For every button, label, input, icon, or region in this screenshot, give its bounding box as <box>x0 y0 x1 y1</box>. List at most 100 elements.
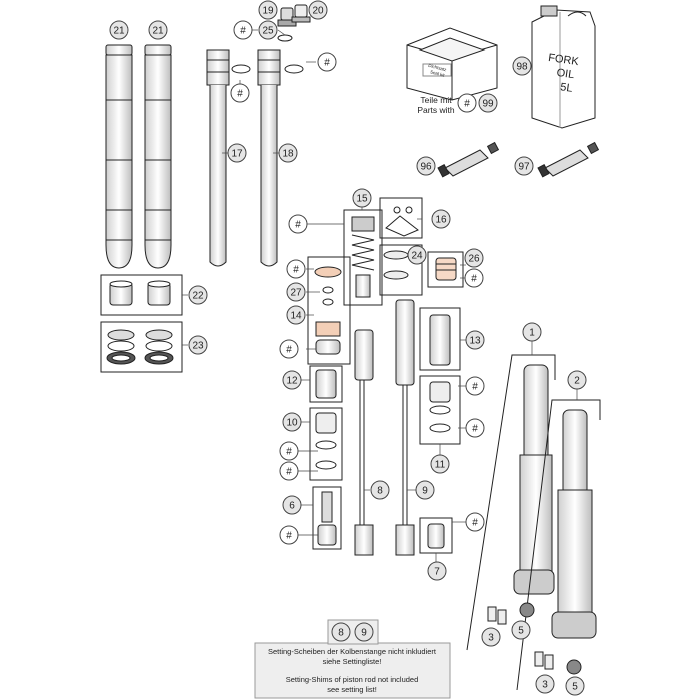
callout-22: 22 <box>188 285 208 305</box>
callout-hash-10-a: # <box>279 441 299 461</box>
box-27-14 <box>307 256 351 365</box>
seal-set-box <box>100 321 183 373</box>
top-cap-19 <box>277 7 297 27</box>
callout-5-leg1: 5 <box>511 620 531 640</box>
svg-text:9: 9 <box>361 628 367 639</box>
callout-hash-11-top: # <box>465 376 485 396</box>
svg-text:#: # <box>286 447 292 458</box>
o-ring-17 <box>231 64 251 74</box>
svg-text:97: 97 <box>518 162 530 173</box>
valve-10 <box>315 412 337 470</box>
callout-97: 97 <box>514 156 534 176</box>
kit-box-label-line1: Dichtsatz <box>428 63 448 73</box>
callout-3-leg1: 3 <box>481 627 501 647</box>
callout-hash-kit: # <box>457 93 477 113</box>
svg-text:15: 15 <box>356 194 368 205</box>
box-24 <box>379 244 423 296</box>
svg-text:13: 13 <box>469 336 481 347</box>
callout-2: 2 <box>567 370 587 390</box>
svg-text:23: 23 <box>192 341 204 352</box>
inner-tube-17 <box>206 49 230 267</box>
settings-note-de-line1: Setting-Scheiben der Kolbenstange nicht … <box>268 647 437 656</box>
callout-hash-11-bottom: # <box>465 418 485 438</box>
fork-leg-1 <box>466 354 556 651</box>
fork-oil-can <box>531 5 596 129</box>
cap-26 <box>435 257 457 281</box>
oil-can-label-line2: OIL <box>556 67 575 81</box>
fork-leg-2 <box>516 399 601 691</box>
callout-15: 15 <box>352 188 372 208</box>
callout-hash-7: # <box>465 512 485 532</box>
callout-7: 7 <box>427 561 447 581</box>
callout-9-note: 9 <box>354 622 374 642</box>
seal-kit-box <box>406 27 498 101</box>
svg-text:27: 27 <box>290 288 302 299</box>
svg-text:21: 21 <box>152 26 164 37</box>
outer-tube-left <box>105 44 133 269</box>
callout-21-right: 21 <box>148 20 168 40</box>
bushing-set <box>109 280 171 306</box>
callout-98: 98 <box>512 56 532 76</box>
valve-11 <box>429 381 451 433</box>
callout-hash-27-top: # <box>286 259 306 279</box>
spring-13 <box>429 314 451 366</box>
svg-text:#: # <box>237 89 243 100</box>
svg-text:16: 16 <box>435 215 447 226</box>
svg-text:#: # <box>240 26 246 37</box>
settings-note-en-line1: Setting-Shims of piston rod not included <box>286 675 419 684</box>
callout-10: 10 <box>282 412 302 432</box>
svg-text:11: 11 <box>435 460 446 471</box>
svg-text:#: # <box>472 382 478 393</box>
callout-23: 23 <box>188 335 208 355</box>
seals-24 <box>383 250 409 280</box>
oil-can-label-line1: FORK <box>547 52 580 68</box>
box-10 <box>309 407 343 481</box>
rod-8 <box>354 329 374 556</box>
callout-hash-14: # <box>279 339 299 359</box>
callout-96: 96 <box>416 156 436 176</box>
box-16 <box>379 197 423 239</box>
callout-27: 27 <box>286 282 306 302</box>
svg-text:10: 10 <box>286 418 298 429</box>
callout-13: 13 <box>465 330 485 350</box>
svg-text:#: # <box>286 345 292 356</box>
callout-20: 20 <box>308 0 328 20</box>
callout-hash-tube18: # <box>317 52 337 72</box>
callout-hash-25: # <box>233 20 253 40</box>
svg-text:#: # <box>471 274 477 285</box>
svg-text:5: 5 <box>572 682 578 693</box>
valve-16 <box>385 206 419 237</box>
svg-text:19: 19 <box>262 6 274 17</box>
callout-24: 24 <box>407 245 427 265</box>
svg-text:24: 24 <box>411 251 423 262</box>
callout-11: 11 <box>430 454 450 474</box>
svg-text:22: 22 <box>192 291 204 302</box>
svg-text:#: # <box>286 531 292 542</box>
callout-3-leg2: 3 <box>535 674 555 694</box>
svg-text:3: 3 <box>488 633 494 644</box>
callout-21-left: 21 <box>109 20 129 40</box>
callout-hash-tube17: # <box>230 83 250 103</box>
seal-25 <box>277 34 293 42</box>
svg-text:8: 8 <box>377 486 383 497</box>
svg-text:#: # <box>464 99 470 110</box>
callout-19: 19 <box>258 0 278 20</box>
callout-18: 18 <box>278 143 298 163</box>
svg-text:96: 96 <box>420 162 432 173</box>
svg-text:#: # <box>472 518 478 529</box>
callout-17: 17 <box>227 143 247 163</box>
svg-text:12: 12 <box>286 376 298 387</box>
callout-hash-26: # <box>464 268 484 288</box>
spring-12 <box>315 369 337 399</box>
callout-hash-15: # <box>288 214 308 234</box>
box-13 <box>419 307 461 371</box>
screw-3-leg2 <box>534 651 554 670</box>
settings-note-box <box>254 642 451 699</box>
svg-text:8: 8 <box>338 628 344 639</box>
box-6 <box>312 486 342 550</box>
nut-5-leg2 <box>566 659 582 675</box>
callout-8-note: 8 <box>331 622 351 642</box>
top-cap-20 <box>291 4 311 23</box>
callout-12: 12 <box>282 370 302 390</box>
